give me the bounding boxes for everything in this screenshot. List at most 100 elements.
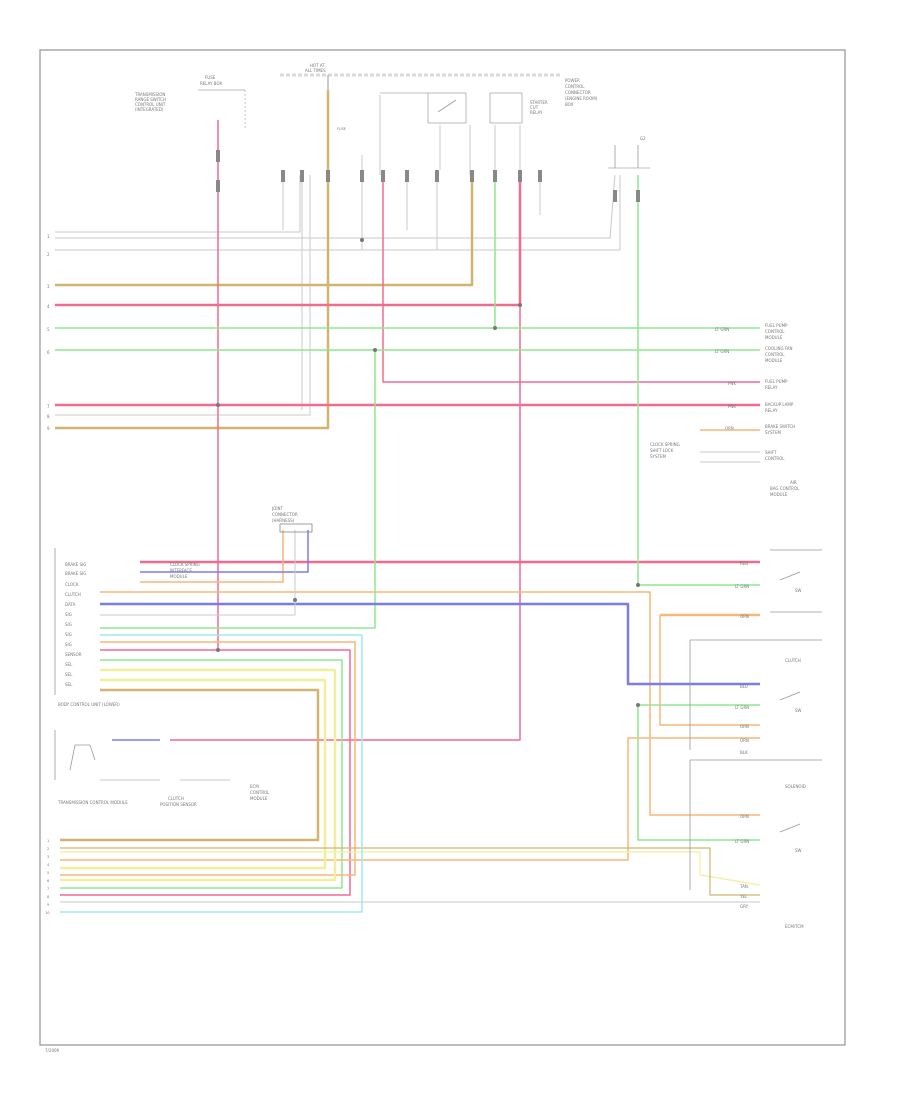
sw-wire-c2: LT GRN xyxy=(735,705,749,710)
sw-wire-b1: ORN xyxy=(740,614,749,619)
gray-wire-9 xyxy=(55,175,311,416)
stub-6 xyxy=(360,170,364,182)
stub-13 xyxy=(538,170,542,182)
sw-wire-c4: ORN xyxy=(740,738,749,743)
sw-b-label: CLUTCH xyxy=(785,658,801,663)
r-label-8b: BAG CONTROL xyxy=(770,486,800,491)
sw-wire-c5: BLK xyxy=(740,750,748,755)
power-label-2: CONTROL xyxy=(565,84,585,89)
r-label-1a: FUEL PUMP xyxy=(765,323,788,328)
jb-label-2: CONNECTOR xyxy=(272,512,298,517)
power-label-5: BOX xyxy=(565,102,574,107)
pin-t-4: 4 xyxy=(47,304,50,309)
sw-wire-d2: LT GRN xyxy=(735,839,749,844)
wire-tan-2 xyxy=(55,90,330,430)
relay-1-contact xyxy=(437,99,457,113)
sw-a-contact xyxy=(779,571,801,581)
r-label-1c: MODULE xyxy=(765,335,783,340)
pin-t-6: 6 xyxy=(47,350,50,355)
r-label-4b: RELAY xyxy=(765,408,778,413)
sw-wire-e1: TAN xyxy=(739,884,748,889)
relay-1 xyxy=(427,92,467,124)
bcm-pin-label-13: SEL xyxy=(65,682,73,687)
right-switch-modules xyxy=(689,549,822,890)
r-wire-label-5: ORN xyxy=(725,426,734,431)
wire-orange-2 xyxy=(100,591,760,816)
bcm-pin-label-8: SIG xyxy=(65,632,72,637)
wire-orange-1 xyxy=(140,530,284,583)
bcm-pin-label-6: SIG xyxy=(65,612,72,617)
bcm-pin-label-1: BRAKE SIG xyxy=(65,562,86,567)
sw-wire-a1: RED xyxy=(740,561,748,566)
tl-label-2: RANGE SWITCH xyxy=(135,97,166,102)
bcm-pin-label-7: SIG xyxy=(65,622,72,627)
top-center-fuse: HOT AT ALL TIMES FUSE xyxy=(305,63,346,131)
wire-green-8 xyxy=(637,705,760,841)
wire-tan-1 xyxy=(55,175,474,287)
r-label-7b: CONTROL xyxy=(765,456,785,461)
bcm-pin-label-5: DATA xyxy=(65,602,76,607)
stub-15 xyxy=(636,190,640,202)
pin-b-6: 6 xyxy=(47,879,49,883)
stub-7 xyxy=(381,170,385,182)
tl-label-3: CONTROL UNIT xyxy=(135,102,166,107)
splice-8 xyxy=(636,583,640,587)
power-label-3: CONNECTOR xyxy=(565,90,591,95)
bcm-block: BRAKE SIG BRAKE SIG CLOCK CLUTCH DATA SI… xyxy=(54,548,200,707)
tc-label-2: ALL TIMES xyxy=(305,68,326,73)
sw-c-contact xyxy=(779,691,801,701)
r-label-6b: SHIFT LOCK xyxy=(650,448,674,453)
pin-b-4: 4 xyxy=(47,863,50,867)
pin-b-8: 8 xyxy=(47,895,49,899)
splice-2 xyxy=(518,303,522,307)
r-label-6a: CLOCK SPRING xyxy=(650,442,680,447)
sw-e-label: SW xyxy=(795,848,802,853)
bcm-pin-label-4: CLUTCH xyxy=(65,592,81,597)
stub-11 xyxy=(493,170,497,182)
jb-body xyxy=(279,523,313,533)
pin-t-7: 7 xyxy=(47,404,50,409)
left-bottom-pins: 1 2 3 4 5 6 7 8 9 10 xyxy=(45,839,50,915)
wire-tan-3 xyxy=(60,688,320,842)
diagram-frame xyxy=(39,49,846,1046)
tcm-sub-4: CONTROL xyxy=(250,790,270,795)
r-label-8c: MODULE xyxy=(770,492,788,497)
right-switch-labels: RED LT GRN SW ORN CLUTCH BLU LT GRN SW O… xyxy=(735,561,806,909)
splice-dots xyxy=(216,238,640,707)
sw-c-label: SW xyxy=(795,708,802,713)
left-top-pins: 1 2 3 4 5 6 7 8 9 xyxy=(47,234,50,431)
splice-4 xyxy=(373,348,377,352)
sw-wire-a2: LT GRN xyxy=(735,584,749,589)
bcm-title-1: BODY CONTROL UNIT (LOWER) xyxy=(58,702,120,707)
relay-2 xyxy=(489,92,523,124)
gray-wire-1 xyxy=(55,175,301,233)
r-label-8a: AIR xyxy=(790,480,797,485)
r-label-4a: BACKUP LAMP xyxy=(765,402,794,407)
stub-4 xyxy=(300,170,304,182)
r-wire-label-4: PNK xyxy=(728,404,736,409)
tcm-sub-3: ECM xyxy=(250,784,259,789)
gray-wire-3 xyxy=(55,174,616,239)
pin-b-2: 2 xyxy=(47,847,49,851)
tcm-block: CLUTCH POSITION SENSOR ECM CONTROL MODUL… xyxy=(54,730,270,807)
splice-6 xyxy=(216,648,220,652)
stub-12 xyxy=(518,170,522,182)
bcm-side-label-1: CLOCK SPRING xyxy=(170,562,200,567)
wire-green-5 xyxy=(100,350,376,629)
wire-orange-5 xyxy=(60,737,760,861)
splice-3 xyxy=(493,326,497,330)
r-wire-label-1: LT GRN xyxy=(715,327,729,332)
sw-wire-c3: ORN xyxy=(740,724,749,729)
r-label-3a: FUEL PUMP xyxy=(765,379,788,384)
tcm-sub-1: CLUTCH xyxy=(168,796,184,801)
tl-top-label-2: RELAY BOX xyxy=(200,81,222,86)
splice-5 xyxy=(216,403,220,407)
tcm-title: TRANSMISSION CONTROL MODULE xyxy=(57,800,128,805)
wire-red-3 xyxy=(382,175,760,383)
wire-gray-low-2 xyxy=(100,530,296,616)
bcm-pin-label-12: SEL xyxy=(65,672,73,677)
tcm-sub-2: POSITION SENSOR xyxy=(160,802,197,807)
bcm-pin-label-10: SENSOR xyxy=(65,652,82,657)
wire-blue-1 xyxy=(140,530,309,573)
